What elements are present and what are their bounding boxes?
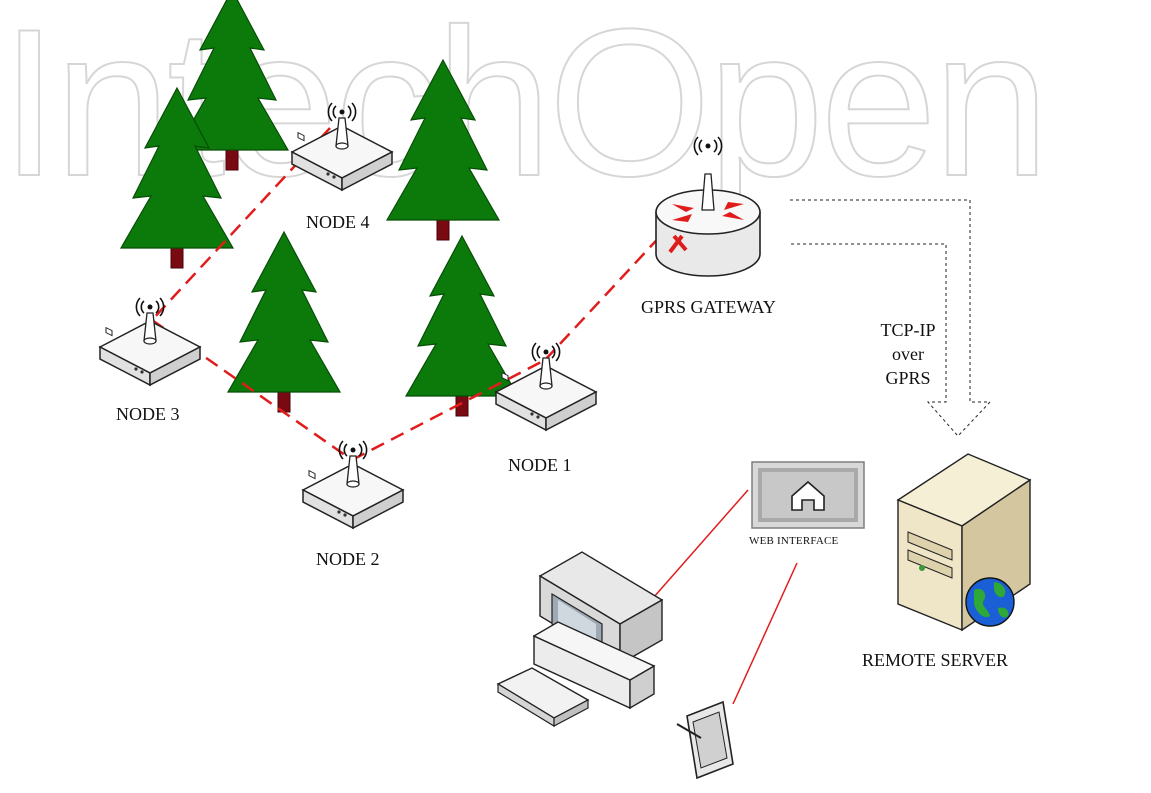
web-interface-box[interactable]	[751, 461, 865, 529]
wireless-node-icon	[99, 297, 201, 386]
node4-label: NODE 4	[306, 212, 370, 232]
link-node3-node2	[151, 318, 353, 462]
protocol-line-1: TCP-IP	[880, 320, 936, 340]
protocol-line-3: GPRS	[885, 368, 931, 388]
gateway-label: GPRS GATEWAY	[641, 297, 776, 317]
tablet-icon	[676, 700, 734, 780]
globe-icon	[965, 577, 1015, 627]
link-node2-node1	[351, 358, 546, 462]
router-icon	[655, 136, 761, 277]
gprs-uplink-arrow	[790, 199, 992, 437]
protocol-label: TCP-IP over GPRS	[868, 318, 948, 390]
remote-server-label: REMOTE SERVER	[862, 650, 1009, 670]
wireless-node-icon	[495, 342, 597, 431]
node1-label: NODE 1	[508, 455, 572, 475]
node3-label: NODE 3	[116, 404, 180, 424]
server-icon	[896, 453, 1032, 632]
house-icon	[791, 480, 825, 511]
web-interface-label: WEB INTERFACE	[749, 535, 839, 547]
node2-label: NODE 2	[316, 549, 380, 569]
desktop-computer-icon	[496, 551, 664, 728]
wireless-node-icon	[302, 440, 404, 529]
protocol-line-2: over	[892, 344, 924, 364]
web-links	[645, 489, 798, 705]
